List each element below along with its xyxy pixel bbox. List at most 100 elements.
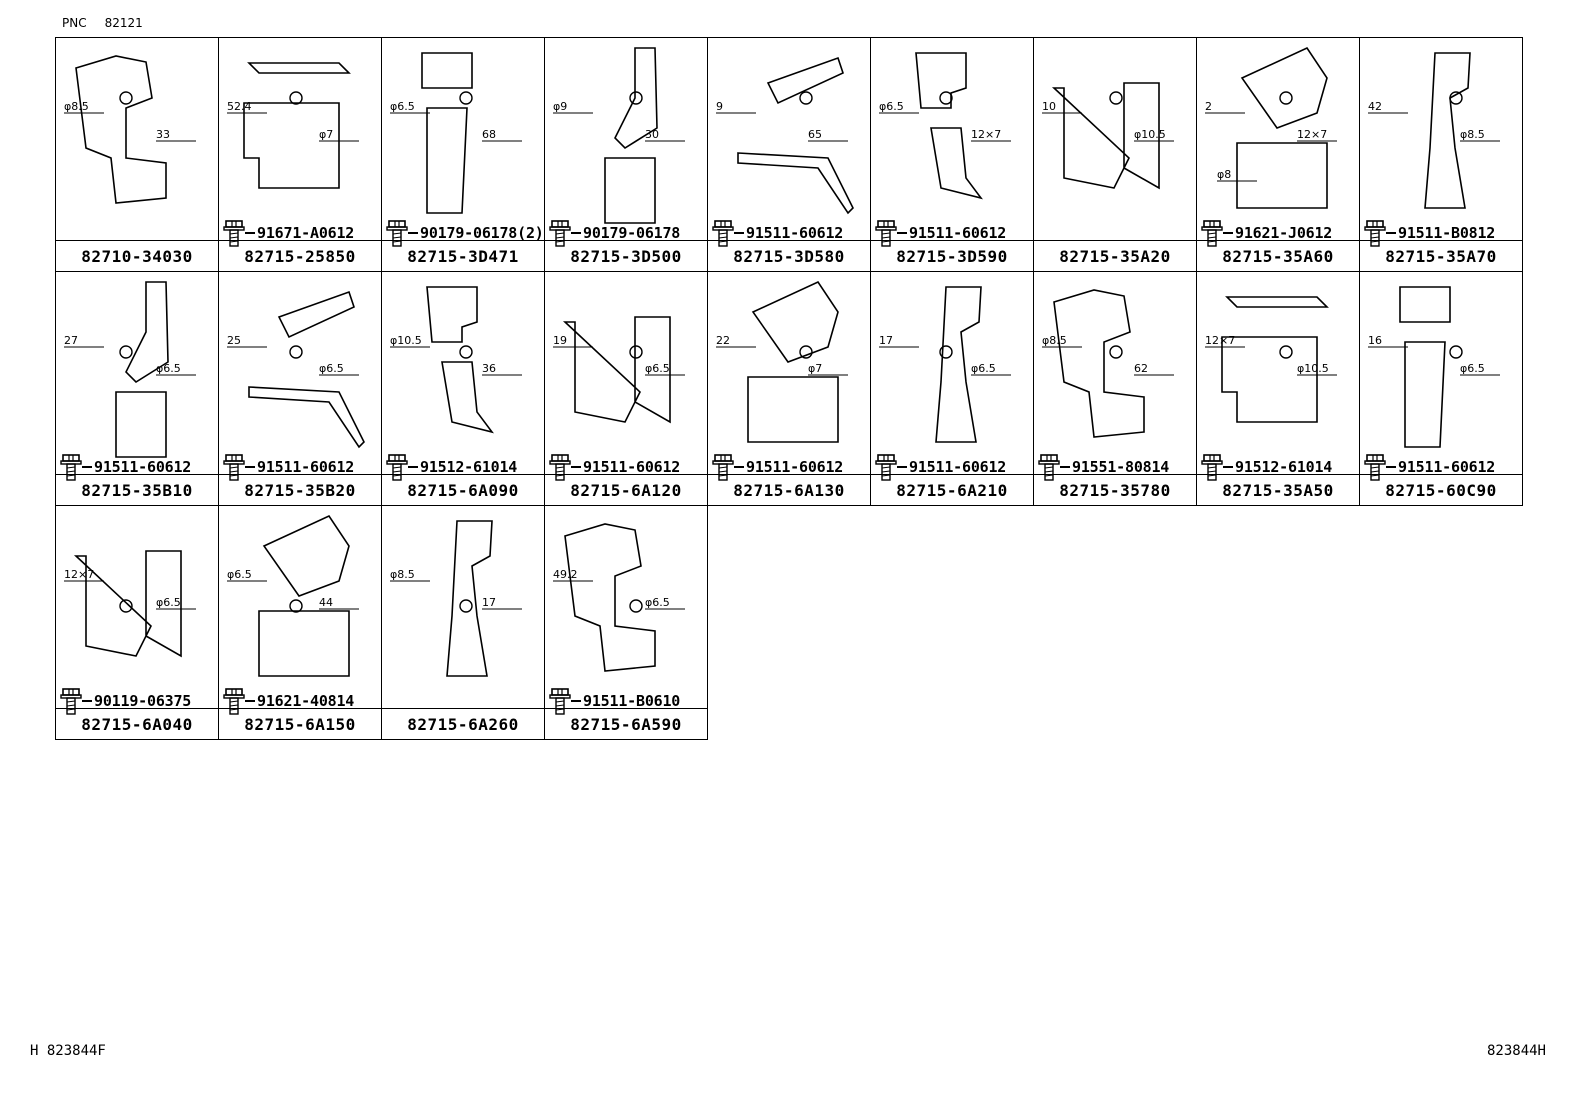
dimension-label: 44 — [319, 596, 333, 609]
dimension-label: φ9 — [553, 100, 567, 113]
leader-line — [1386, 232, 1396, 234]
fastener-part-number: 91511-60612 — [257, 458, 355, 476]
part-number: 82715-35A50 — [1197, 474, 1359, 505]
bolt-icon — [60, 454, 82, 481]
part-number: 82715-35A20 — [1034, 240, 1196, 271]
fastener-part-number: 91511-60612 — [1398, 458, 1496, 476]
part-number: 82715-6A590 — [545, 708, 707, 739]
dimension-label: 62 — [1134, 362, 1148, 375]
footer-left-code: H 823844F — [30, 1043, 106, 1059]
part-number: 82715-35B10 — [56, 474, 218, 505]
part-number: 82715-25850 — [219, 240, 381, 271]
part-number: 82710-34030 — [56, 240, 218, 271]
dimension-label: 12×7 — [64, 568, 94, 581]
dimension-label: 19 — [553, 334, 567, 347]
leader-line — [408, 466, 418, 468]
bolt-icon — [549, 688, 571, 715]
dimension-label: 36 — [482, 362, 496, 375]
dimension-label: 17 — [879, 334, 893, 347]
bracket-drawing: 49.2φ6.5 — [553, 523, 685, 672]
dimension-label: 42 — [1368, 100, 1382, 113]
dimension-label: φ6.5 — [319, 362, 344, 375]
part-number: 82715-6A130 — [708, 474, 870, 505]
dimension-label: 17 — [482, 596, 496, 609]
dimension-label: φ6.5 — [1460, 362, 1485, 375]
fastener-callout: 90179-06178(2) — [386, 218, 544, 248]
fastener-callout: 91511-60612 — [549, 452, 680, 482]
leader-line — [82, 466, 92, 468]
dimension-label: φ6.5 — [156, 362, 181, 375]
part-number: 82715-35A70 — [1360, 240, 1522, 271]
bolt-icon — [712, 220, 734, 247]
dimension-label: φ6.5 — [879, 100, 904, 113]
leader-line — [571, 700, 581, 702]
dimension-label: φ10.5 — [390, 334, 422, 347]
dimension-label: φ6.5 — [645, 596, 670, 609]
dimension-label: φ8 — [1217, 168, 1231, 181]
dimension-label: φ8.5 — [64, 100, 89, 113]
bolt-icon — [386, 454, 408, 481]
dimension-label: φ7 — [808, 362, 822, 375]
pnc-value: 82121 — [104, 16, 143, 30]
fastener-part-number: 91511-B0610 — [583, 692, 681, 710]
leader-line — [245, 232, 255, 234]
pnc-label: PNC — [62, 16, 87, 30]
leader-line — [571, 232, 581, 234]
dimension-label: φ6.5 — [390, 100, 415, 113]
bracket-drawing: φ8.517 — [390, 520, 522, 677]
fastener-part-number: 90179-06178(2) — [420, 224, 544, 242]
bolt-icon — [549, 220, 571, 247]
bolt-icon — [549, 454, 571, 481]
leader-line — [897, 466, 907, 468]
part-number: 82715-6A120 — [545, 474, 707, 505]
bracket-drawing: 965 — [716, 56, 854, 215]
bolt-icon — [712, 454, 734, 481]
pnc-header: PNC 82121 — [62, 16, 161, 30]
dimension-label: 2 — [1205, 100, 1212, 113]
bracket-drawing: φ8.533 — [64, 55, 196, 204]
bolt-icon — [223, 454, 245, 481]
fastener-part-number: 91512-61014 — [420, 458, 518, 476]
bracket-drawing: 212×7φ8 — [1205, 46, 1337, 209]
dimension-label: 65 — [808, 128, 822, 141]
bolt-icon — [1201, 454, 1223, 481]
bracket-drawing: φ6.512×7 — [879, 52, 1011, 200]
dimension-label: 10 — [1042, 100, 1056, 113]
dimension-label: 52.4 — [227, 100, 252, 113]
bolt-icon — [1364, 220, 1386, 247]
part-number: 82715-6A210 — [871, 474, 1033, 505]
dimension-label: 12×7 — [1205, 334, 1235, 347]
bolt-icon — [223, 220, 245, 247]
